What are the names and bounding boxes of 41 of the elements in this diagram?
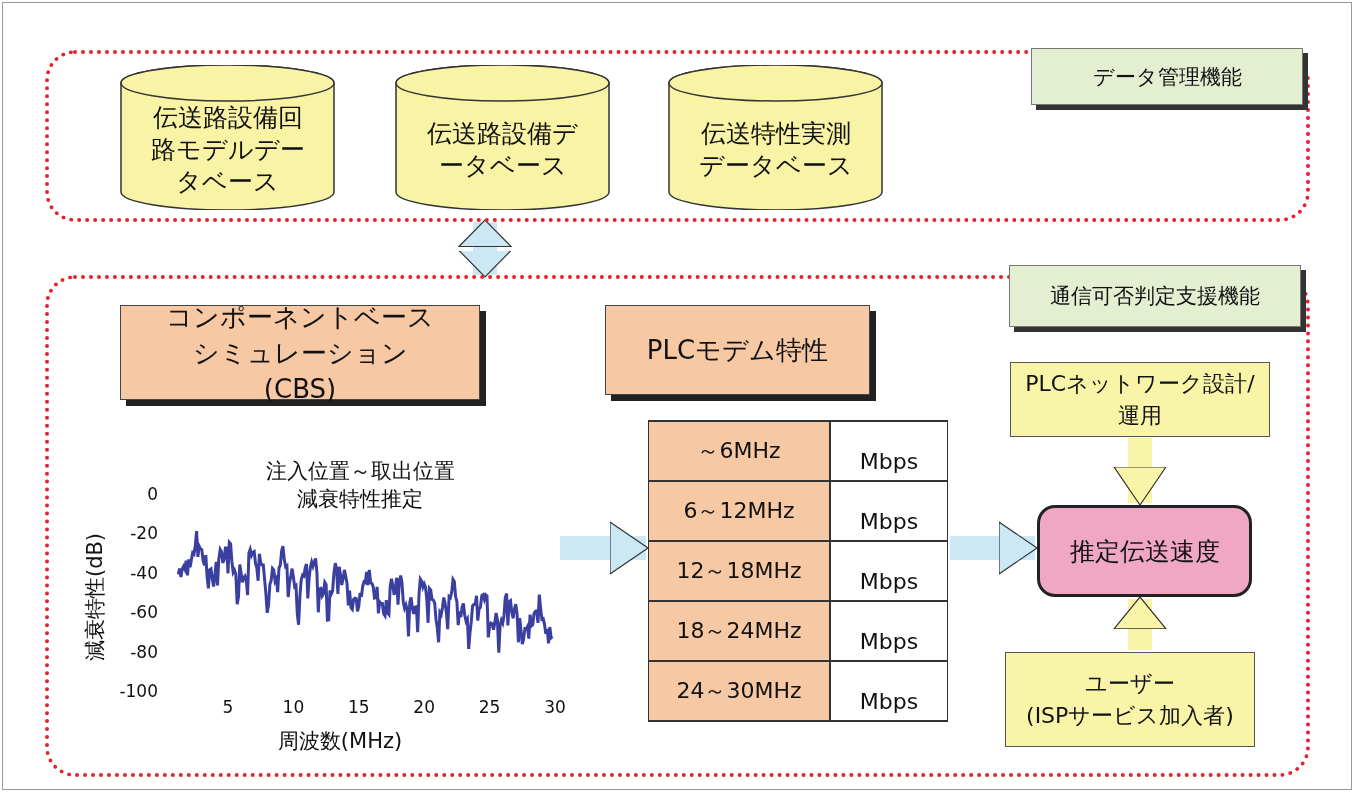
database-cylinder (395, 65, 610, 210)
database-label: 伝送路設備回路モデルデータベース (149, 101, 306, 198)
block-arrow (1113, 438, 1167, 506)
rate-cell: Mbps (830, 421, 948, 481)
database-label: 伝送路設備データベース (426, 117, 579, 182)
title-text: ユーザー (1085, 669, 1175, 698)
frequency-cell: 18～24MHz (648, 601, 830, 661)
x-axis-title: 周波数(MHz) (276, 728, 404, 755)
subtitle-text: (ISPサービス加入者) (1026, 701, 1234, 730)
rate-cell: Mbps (830, 541, 948, 601)
x-tick-label: 15 (346, 697, 371, 717)
y-tick-label: -80 (129, 641, 158, 662)
block-arrow (1113, 596, 1167, 650)
frequency-cell: 12～18MHz (648, 541, 830, 601)
y-tick-label: -40 (129, 562, 158, 583)
database-label: 伝送特性実測データベース (697, 117, 854, 182)
input-box: PLCネットワーク設計/運用 (1010, 362, 1270, 437)
y-tick-label: -100 (118, 681, 158, 701)
x-tick-label: 5 (221, 697, 235, 717)
rate-cell: Mbps (830, 601, 948, 661)
block-arrow (950, 521, 1038, 575)
database-cylinder (668, 65, 883, 210)
database-cylinder (120, 65, 335, 210)
x-tick-label: 30 (543, 697, 567, 717)
y-axis-title: 減衰特性(dB) (82, 531, 108, 664)
x-tick-label: 10 (281, 697, 306, 717)
y-tick-label: 0 (146, 484, 158, 504)
block-arrow (560, 521, 649, 575)
result-box: 推定伝送速度 (1037, 505, 1252, 597)
rate-cell: Mbps (830, 661, 948, 721)
rate-cell: Mbps (830, 481, 948, 541)
frequency-cell: 24～30MHz (648, 661, 830, 721)
y-tick-label: -20 (129, 523, 158, 544)
x-tick-label: 20 (412, 697, 436, 717)
block-arrow (458, 219, 512, 278)
chart-title: 注入位置～取出位置減衰特性推定 (264, 458, 456, 513)
dotted-group-frame (45, 50, 1310, 222)
y-tick-label: -60 (129, 602, 158, 623)
frequency-cell: ～6MHz (648, 421, 830, 481)
frequency-cell: 6～12MHz (648, 481, 830, 541)
x-tick-label: 25 (477, 697, 502, 717)
